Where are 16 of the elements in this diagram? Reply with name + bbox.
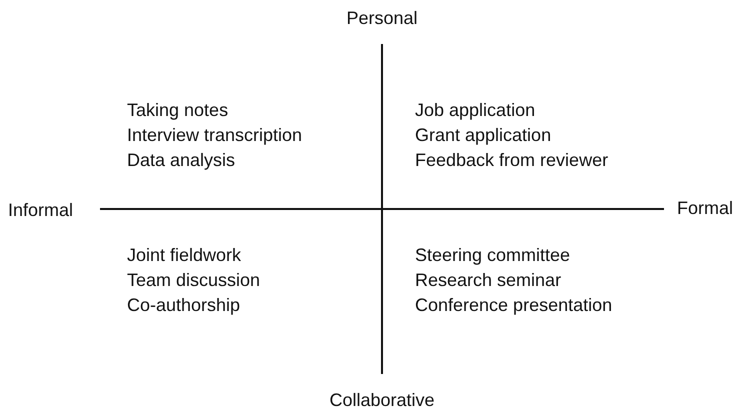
label-text: Conference presentation — [415, 294, 612, 316]
label-text: Feedback from reviewer — [415, 149, 608, 171]
label-text: Co-authorship — [127, 294, 240, 316]
label-text: Data analysis — [127, 149, 236, 171]
label-text: Taking notes — [127, 99, 228, 121]
label-text: Research seminar — [415, 269, 562, 291]
label-text: Formal — [677, 197, 734, 219]
label-text: Joint fieldwork — [127, 244, 242, 266]
label-text: Job application — [415, 99, 536, 121]
label-text: Team discussion — [127, 269, 260, 291]
label-text: Collaborative — [329, 389, 435, 409]
label-text: Personal — [346, 7, 418, 29]
label-text: Grant application — [415, 124, 552, 146]
label-text: Steering committee — [415, 244, 570, 266]
label-text: Interview transcription — [127, 124, 302, 146]
label-text: Informal — [8, 199, 74, 221]
